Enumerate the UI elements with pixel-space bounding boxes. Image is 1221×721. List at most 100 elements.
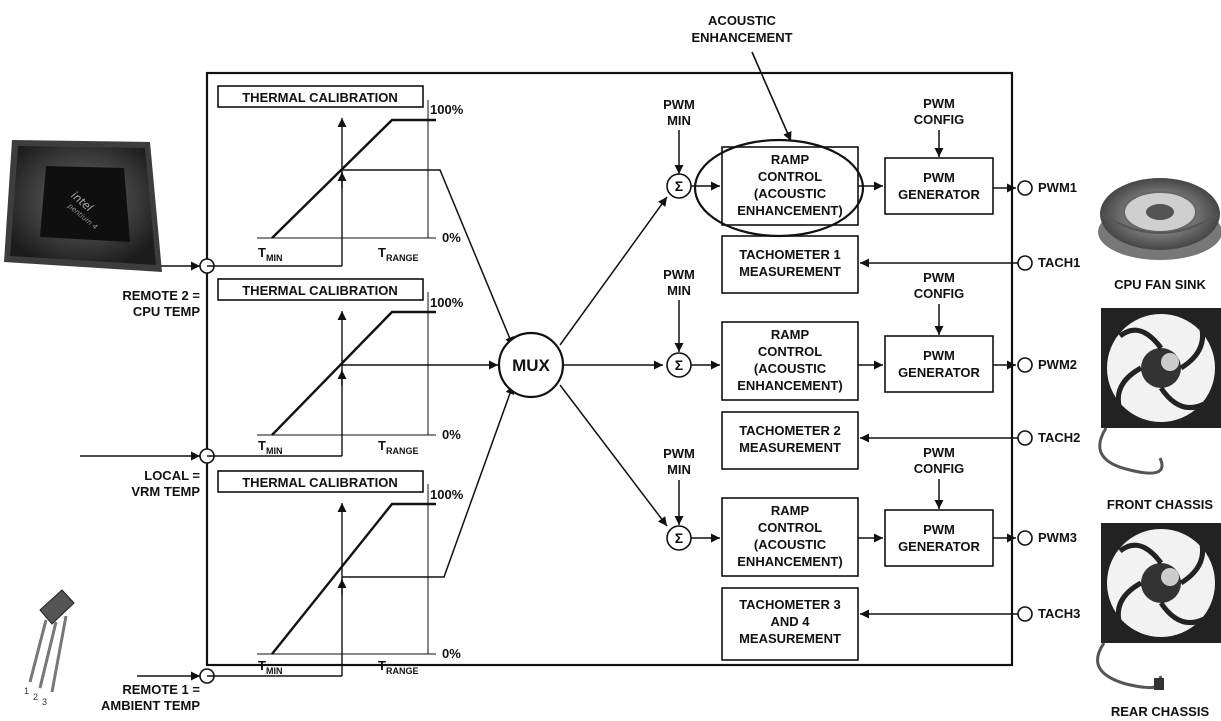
thermal-calibration-2-trange: TRANGE [378, 438, 418, 456]
input-label-remote2-line1: REMOTE 2 = [122, 288, 200, 303]
tachometer-1-line2: MEASUREMENT [739, 264, 841, 279]
tachometer-1-line1: TACHOMETER 1 [739, 247, 841, 262]
pwm-generator-2 [884, 335, 994, 393]
pwm-min-2-line2: MIN [667, 283, 691, 298]
tach1-label: TACH1 [1038, 255, 1080, 270]
pwm-generator-3 [884, 509, 994, 567]
thermal-calibration-3-tmin: TMIN [258, 658, 282, 676]
thermal-calibration-1-title: THERMAL CALIBRATION [242, 90, 398, 105]
thermal-calibration-3: THERMAL CALIBRATION 100% 0% TMIN TRANGE [207, 470, 464, 677]
cpu-fan-sink-label: CPU FAN SINK [1114, 277, 1206, 292]
pwm1-label: PWM1 [1038, 180, 1077, 195]
pwm-config-1-line2: CONFIG [914, 112, 965, 127]
ramp-control-1-line3: (ACOUSTIC [754, 186, 827, 201]
tachometer-1-block [721, 235, 859, 294]
link-calibration3-to-mux [342, 384, 515, 578]
tach1-pin [1017, 255, 1033, 271]
front-chassis-label: FRONT CHASSIS [1107, 497, 1214, 512]
cpu-fan-sink-image [1098, 178, 1221, 260]
thermal-calibration-2-tmin: TMIN [258, 438, 282, 456]
annotation-line1: ACOUSTIC [708, 13, 777, 28]
cpu-chip-image: intel pentium 4 [4, 140, 162, 272]
tach3-label: TACH3 [1038, 606, 1080, 621]
sensor-pin-1: 1 [24, 686, 29, 696]
thermal-calibration-1-titlebox [217, 85, 424, 108]
thermal-calibration-1-top-label: 100% [430, 102, 464, 117]
ramp-control-2-line4: ENHANCEMENT) [737, 378, 842, 393]
ramp-control-2-line2: CONTROL [758, 344, 822, 359]
ramp-control-3-line3: (ACOUSTIC [754, 537, 827, 552]
tachometer-3-line3: MEASUREMENT [739, 631, 841, 646]
thermal-calibration-1-trange: TRANGE [378, 245, 418, 263]
pwm-min-3-line1: PWM [663, 446, 695, 461]
pwm-generator-2-line2: GENERATOR [898, 365, 980, 380]
tachometer-2-line2: MEASUREMENT [739, 440, 841, 455]
thermal-calibration-1: THERMAL CALIBRATION 100% 0% TMIN TRANGE [207, 85, 464, 267]
rear-chassis-fan-image [1096, 523, 1221, 690]
thermal-calibration-2: THERMAL CALIBRATION 100% 0% TMIN TRANGE [207, 278, 464, 457]
thermal-calibration-1-tmin: TMIN [258, 245, 282, 263]
rear-chassis-label: REAR CHASSIS [1111, 704, 1210, 719]
pwm-generator-1-line2: GENERATOR [898, 187, 980, 202]
temperature-sensor-image: 1 2 3 [24, 589, 75, 707]
ramp-control-1-line1: RAMP [771, 152, 810, 167]
ramp-control-3-line4: ENHANCEMENT) [737, 554, 842, 569]
pwm1-pin [1017, 180, 1033, 196]
link-calibration1-to-mux [342, 169, 514, 347]
ramp-control-3-line1: RAMP [771, 503, 810, 518]
thermal-calibration-2-bottom-label: 0% [442, 427, 461, 442]
thermal-calibration-3-title: THERMAL CALIBRATION [242, 475, 398, 490]
sensor-pin-3: 3 [42, 697, 47, 707]
pwm-min-1-line1: PWM [663, 97, 695, 112]
tachometer-2-block [721, 411, 859, 470]
pwm-min-3-line2: MIN [667, 462, 691, 477]
pwm-config-1-line1: PWM [923, 96, 955, 111]
pwm-min-2-line1: PWM [663, 267, 695, 282]
chip-boundary [205, 71, 1014, 667]
sum-node-2-symbol: Σ [675, 357, 683, 373]
pwm-generator-3-line2: GENERATOR [898, 539, 980, 554]
pwm-min-1-line2: MIN [667, 113, 691, 128]
mux-label: MUX [512, 356, 550, 375]
annotation-arrow [751, 51, 792, 142]
thermal-calibration-3-top-label: 100% [430, 487, 464, 502]
pwm3-pin [1017, 530, 1033, 546]
tachometer-3-line1: TACHOMETER 3 [739, 597, 841, 612]
tachometer-2-line1: TACHOMETER 2 [739, 423, 841, 438]
input-label-local-line1: LOCAL = [144, 468, 200, 483]
thermal-calibration-2-curve [271, 310, 436, 436]
ramp-control-2-line3: (ACOUSTIC [754, 361, 827, 376]
input-label-local-line2: VRM TEMP [131, 484, 200, 499]
thermal-calibration-3-trange: TRANGE [378, 658, 418, 676]
thermal-calibration-3-curve [271, 502, 436, 655]
ramp-control-3-line2: CONTROL [758, 520, 822, 535]
link-mux-to-sum3 [559, 384, 668, 527]
tach2-pin [1017, 430, 1033, 446]
ramp-control-1-line2: CONTROL [758, 169, 822, 184]
thermal-calibration-2-title: THERMAL CALIBRATION [242, 283, 398, 298]
input-label-remote2-line2: CPU TEMP [133, 304, 201, 319]
thermal-calibration-3-bottom-label: 0% [442, 646, 461, 661]
pwm2-pin [1017, 357, 1033, 373]
tachometer-3-line2: AND 4 [770, 614, 810, 629]
sensor-pin-2: 2 [33, 692, 38, 702]
front-chassis-fan-image [1098, 308, 1221, 475]
tach3-pin [1017, 606, 1033, 622]
link-mux-to-sum1 [559, 196, 668, 346]
sum-node-1-symbol: Σ [675, 178, 683, 194]
sum-node-3-symbol: Σ [675, 530, 683, 546]
tach2-label: TACH2 [1038, 430, 1080, 445]
pwm-config-2-line1: PWM [923, 270, 955, 285]
thermal-calibration-3-titlebox [217, 470, 424, 493]
ramp-control-2 [721, 321, 859, 401]
pwm3-label: PWM3 [1038, 530, 1077, 545]
annotation-line2: ENHANCEMENT [691, 30, 792, 45]
ramp-control-3 [721, 497, 859, 577]
ramp-control-1-line4: ENHANCEMENT) [737, 203, 842, 218]
pwm-generator-2-line1: PWM [923, 348, 955, 363]
ramp-control-2-line1: RAMP [771, 327, 810, 342]
thermal-calibration-1-bottom-label: 0% [442, 230, 461, 245]
pwm-config-3-line2: CONFIG [914, 461, 965, 476]
input-label-remote1-line1: REMOTE 1 = [122, 682, 200, 697]
